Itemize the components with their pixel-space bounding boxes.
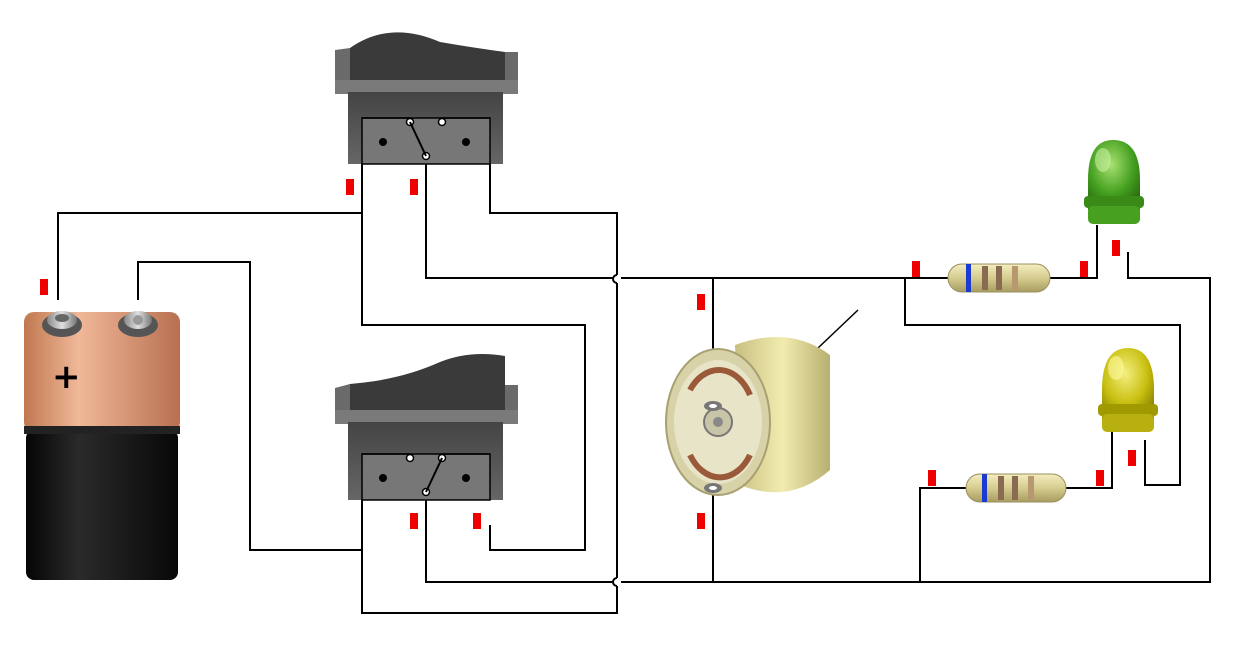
- switch-bottom-rocker[interactable]: [350, 354, 505, 410]
- wire-crossover-lower: [612, 577, 618, 587]
- wire-switch-top-right-out: [489, 160, 618, 275]
- wire-switch-bottom-middle-bus: [425, 500, 613, 583]
- led-yellow: [1098, 348, 1158, 432]
- wire-resistor-bottom-left: [919, 487, 966, 582]
- battery-terminal-negative: [42, 311, 82, 337]
- wire-bottom-bus: [621, 252, 1211, 583]
- rocker-switch-bottom[interactable]: [335, 354, 518, 501]
- battery-terminal-positive: [118, 311, 158, 337]
- resistor-top: [947, 263, 1051, 293]
- wire-resistor-top-right: [1050, 225, 1098, 279]
- wire-switch-top-left-down: [361, 160, 586, 551]
- wire-resistor-bottom-right: [1066, 432, 1113, 489]
- marker-motor-bottom: [697, 513, 705, 529]
- marker-switch-top-left: [346, 179, 354, 195]
- wire-battery-neg-to-switch-top: [57, 212, 362, 300]
- marker-battery-neg: [40, 279, 48, 295]
- marker-motor-top: [697, 294, 705, 310]
- rocker-switch-top[interactable]: [335, 32, 518, 165]
- marker-resistor-bottom-right: [1096, 470, 1104, 486]
- marker-resistor-bottom-left: [928, 470, 936, 486]
- wire-to-yellow-led-branch: [904, 278, 1181, 486]
- marker-resistor-top-left: [912, 261, 920, 277]
- marker-switch-bottom-left: [410, 513, 418, 529]
- connection-markers: [40, 179, 1136, 529]
- wire-switch-bottom-loop: [361, 550, 618, 614]
- led-green: [1084, 140, 1144, 224]
- battery-top-section: [24, 312, 180, 432]
- marker-led-yellow: [1128, 450, 1136, 466]
- battery: +: [24, 311, 180, 580]
- battery-polarity-label: +: [52, 357, 81, 397]
- resistor-bottom: [965, 473, 1067, 503]
- wire-battery-pos-to-switch-bottom: [137, 261, 363, 551]
- dc-motor: [665, 337, 830, 496]
- marker-switch-bottom-right: [473, 513, 481, 529]
- switch-top-rocker[interactable]: [350, 32, 505, 80]
- battery-bottom-section: [26, 430, 178, 580]
- marker-switch-top-middle: [410, 179, 418, 195]
- marker-resistor-top-right: [1080, 261, 1088, 277]
- wire-switch-top-middle-bus: [425, 160, 613, 279]
- marker-led-green: [1112, 240, 1120, 256]
- wire-crossover-upper: [612, 274, 618, 284]
- wires: [57, 160, 1211, 614]
- motor-shaft: [817, 309, 859, 349]
